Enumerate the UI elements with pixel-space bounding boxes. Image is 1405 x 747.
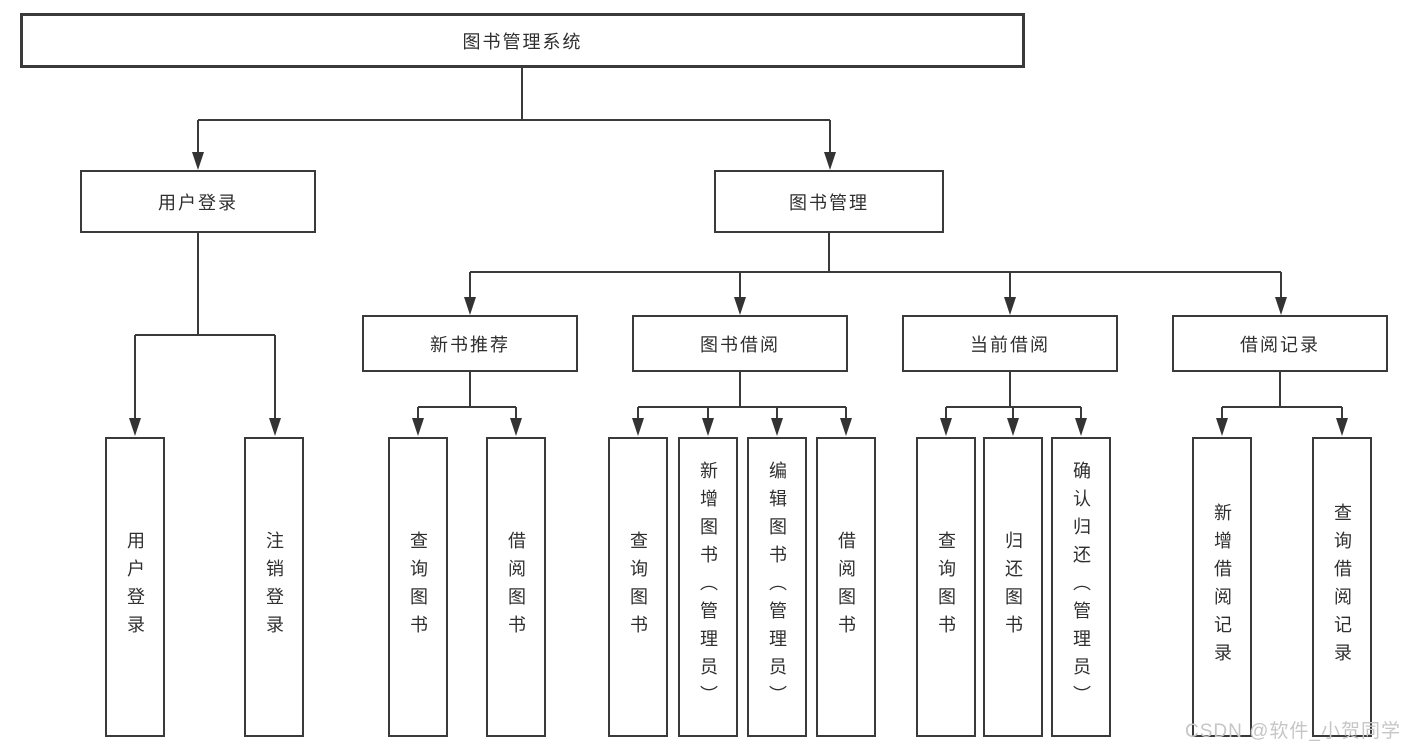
leaf-query-books-current-label: 查询图书 [936,531,956,643]
connector-borrow-records [1221,372,1343,420]
watermark: CSDN @软件_小贺同学 [1185,721,1401,742]
node-book-borrow-label: 图书借阅 [700,334,780,355]
leaf-borrow-books-label: 借阅图书 [836,531,856,643]
leaf-query-books-current: 查询图书 [916,437,976,737]
node-current-borrow-label: 当前借阅 [970,334,1050,355]
leaf-borrow-books-recommend-label: 借阅图书 [506,531,526,643]
connector-user-login [134,233,276,420]
leaf-query-books-borrow-label: 查询图书 [628,531,648,643]
node-user-login-branch-label: 用户登录 [158,192,238,213]
leaf-return-book-label: 归还图书 [1003,531,1023,643]
leaf-query-books-borrow: 查询图书 [608,437,668,737]
connector-current-borrow [945,372,1082,420]
leaf-return-book: 归还图书 [983,437,1043,737]
leaf-query-borrow-record-label: 查询借阅记录 [1332,503,1352,671]
leaf-logout-label: 注销登录 [264,531,284,643]
leaf-query-borrow-record: 查询借阅记录 [1312,437,1372,737]
leaf-user-login-label: 用户登录 [125,531,145,643]
leaf-confirm-return-admin: 确认归还（管理员） [1051,437,1111,737]
leaf-edit-book-admin: 编辑图书（管理员） [747,437,807,737]
connector-book-management [469,233,1282,299]
leaf-add-borrow-record-label: 新增借阅记录 [1212,503,1232,671]
connector-root [197,68,831,154]
node-book-borrow: 图书借阅 [632,315,848,372]
leaf-user-login: 用户登录 [105,437,165,737]
leaf-query-books-recommend: 查询图书 [388,437,448,737]
leaf-add-book-admin: 新增图书（管理员） [678,437,738,737]
node-borrow-records: 借阅记录 [1172,315,1388,372]
leaf-edit-book-admin-label: 编辑图书（管理员） [767,461,787,713]
leaf-logout: 注销登录 [244,437,304,737]
node-root-label: 图书管理系统 [462,31,583,52]
node-root: 图书管理系统 [20,13,1025,68]
leaf-borrow-books: 借阅图书 [816,437,876,737]
leaf-borrow-books-recommend: 借阅图书 [486,437,546,737]
node-new-book-recommend-label: 新书推荐 [430,334,510,355]
connector-new-book-recommend [417,372,517,420]
node-borrow-records-label: 借阅记录 [1240,334,1320,355]
node-current-borrow: 当前借阅 [902,315,1118,372]
node-book-management-label: 图书管理 [789,192,869,213]
connector-book-borrow [637,372,847,420]
leaf-confirm-return-admin-label: 确认归还（管理员） [1071,461,1091,713]
node-user-login-branch: 用户登录 [80,170,316,233]
node-new-book-recommend: 新书推荐 [362,315,578,372]
leaf-query-books-recommend-label: 查询图书 [408,531,428,643]
leaf-add-borrow-record: 新增借阅记录 [1192,437,1252,737]
arrowheads [129,152,1348,436]
node-book-management: 图书管理 [714,170,944,233]
leaf-add-book-admin-label: 新增图书（管理员） [698,461,718,713]
